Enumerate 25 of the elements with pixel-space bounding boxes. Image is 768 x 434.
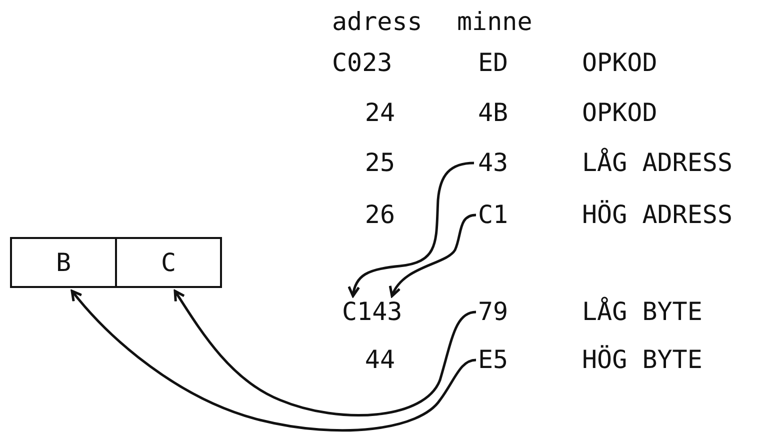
memory-value: ED: [478, 48, 508, 78]
memory-value: 43: [478, 148, 508, 178]
description-text: LÅG BYTE: [582, 297, 702, 327]
description-text: OPKOD: [582, 98, 658, 128]
memory-value: 79: [478, 297, 508, 327]
curved-arrow: [174, 290, 476, 416]
curved-arrow: [348, 162, 474, 298]
memory-value: 4B: [478, 98, 508, 128]
description-text: LÅG ADRESS: [582, 148, 733, 178]
description-text: OPKOD: [582, 48, 658, 78]
memory-value: E5: [478, 345, 508, 375]
address-value: 24: [364, 98, 395, 128]
address-value: C143: [342, 297, 402, 327]
memory-value: C1: [478, 200, 508, 230]
address-value: C023: [332, 48, 392, 78]
column-header: minne: [457, 7, 532, 37]
address-value: 26: [364, 200, 395, 230]
register-cell: C: [115, 237, 222, 288]
description-text: HÖG BYTE: [582, 345, 702, 375]
description-text: HÖG ADRESS: [582, 200, 733, 230]
register-cell: B: [10, 237, 117, 288]
address-value: 25: [364, 148, 395, 178]
address-value: 44: [364, 345, 395, 375]
column-header: adress: [332, 7, 422, 37]
curved-arrow: [70, 290, 476, 432]
